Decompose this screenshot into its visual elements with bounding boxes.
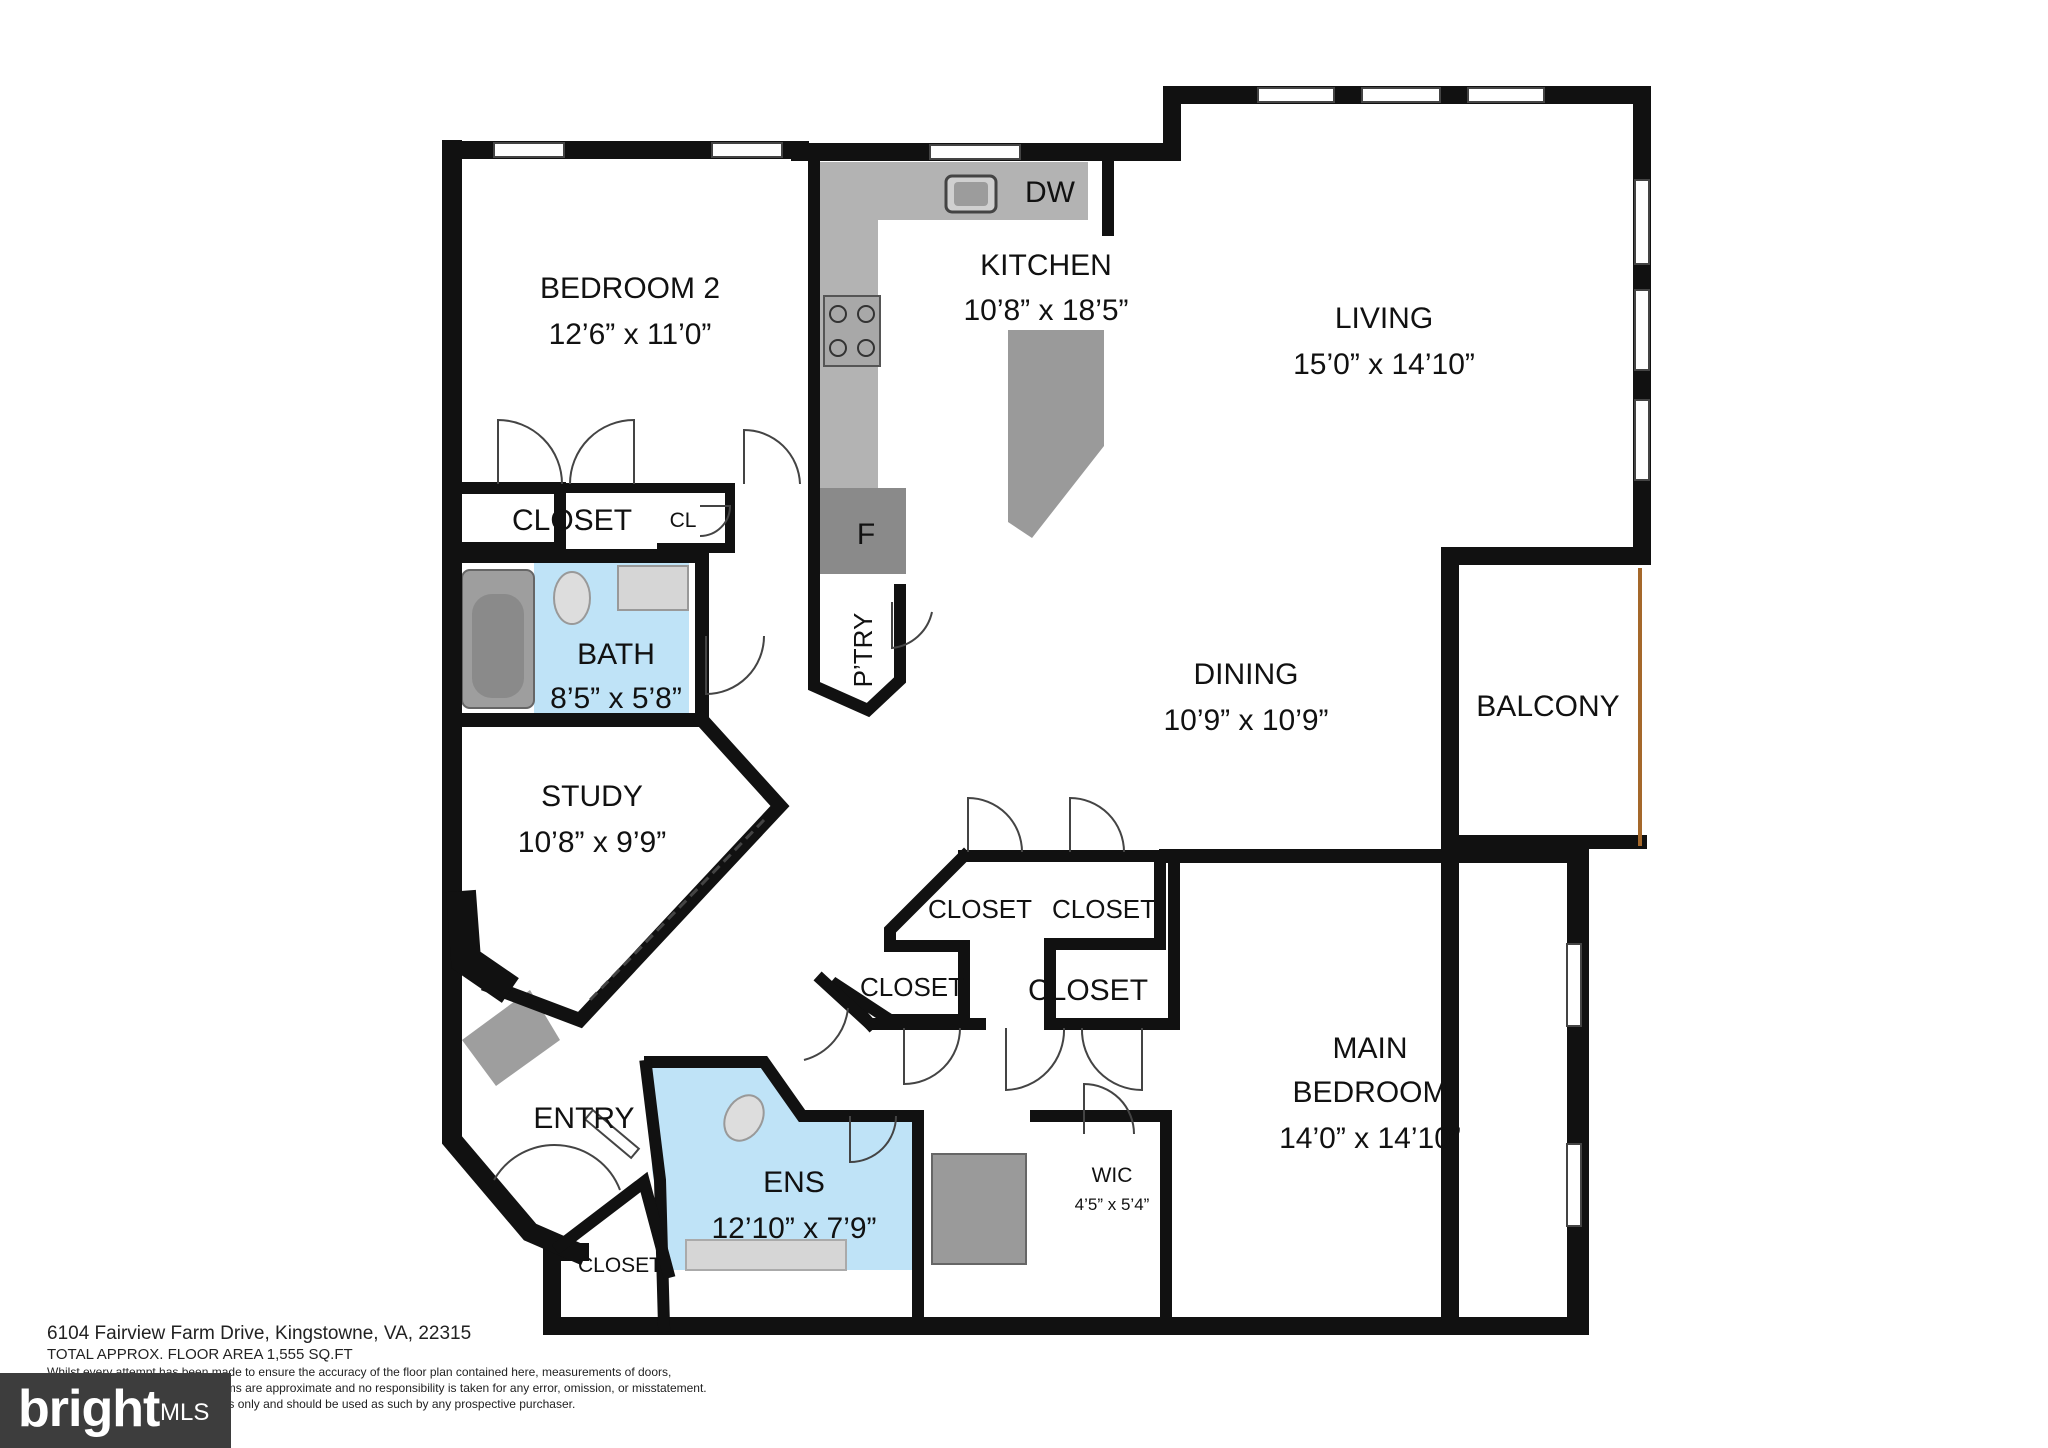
wall-outer-west	[442, 140, 590, 1266]
kitchen-island	[1008, 330, 1104, 538]
door-arc	[1069, 796, 1125, 853]
door-arc	[903, 1027, 961, 1086]
door-arc	[849, 1115, 897, 1164]
closet-bedroom2: CLOSET	[512, 504, 632, 537]
bath-name: BATH	[577, 638, 655, 671]
window	[1634, 399, 1650, 481]
bedroom2-dims: 12’6” x 11’0”	[549, 318, 712, 351]
door-arc	[497, 418, 563, 485]
window	[583, 1108, 641, 1160]
balcony-name: BALCONY	[1476, 690, 1619, 723]
window	[1467, 87, 1545, 103]
study-sliding-door	[588, 818, 766, 1002]
fridge	[818, 488, 906, 574]
wall-balcony	[1443, 551, 1647, 849]
bright-mls-logo: bright MLS	[0, 1373, 231, 1448]
ens-name: ENS	[763, 1166, 825, 1199]
wall-closets-left	[827, 847, 973, 1033]
ens-vanity-icon	[685, 1239, 847, 1271]
burner	[829, 339, 847, 357]
dining-name: DINING	[1194, 658, 1299, 691]
bath-dims: 8’5” x 5’8”	[550, 682, 682, 715]
pantry-label: P’TRY	[848, 613, 878, 688]
closet-hall-3: CLOSET	[860, 972, 964, 1002]
wall-bath	[445, 549, 709, 727]
wall-ens-north	[644, 1056, 924, 1332]
door-arc	[743, 428, 801, 485]
burner	[857, 339, 875, 357]
study-name: STUDY	[541, 780, 643, 813]
stove-icon	[823, 295, 881, 367]
wall-closet-bed2	[455, 483, 735, 553]
window	[1566, 1143, 1582, 1227]
door-arc	[705, 635, 765, 696]
door-arc	[493, 1144, 621, 1191]
wall-wic	[1030, 1110, 1172, 1332]
logo-suffix: MLS	[160, 1399, 210, 1426]
entry-name: ENTRY	[533, 1102, 634, 1135]
living-dims: 15’0” x 14’10”	[1293, 348, 1475, 381]
vanity-icon	[617, 565, 689, 611]
address: 6104 Fairview Farm Drive, Kingstowne, VA…	[47, 1323, 472, 1344]
burner	[829, 305, 847, 323]
window	[1634, 289, 1650, 371]
window	[1361, 87, 1441, 103]
door-arc	[1083, 1082, 1135, 1135]
kitchen-name: KITCHEN	[980, 249, 1112, 282]
door-arc	[891, 602, 933, 650]
closet-cl: CL	[670, 509, 697, 532]
wall-outer-east	[1441, 841, 1589, 1335]
dining-dims: 10’9” x 10’9”	[1163, 704, 1328, 737]
door-arc	[569, 418, 635, 485]
study-closet-fill	[462, 990, 560, 1086]
ens-toilet-icon	[723, 1094, 765, 1142]
bedroom2-name: BEDROOM 2	[540, 272, 720, 305]
window	[493, 142, 565, 158]
wall-study	[480, 710, 790, 1029]
wall-study-west-block	[445, 889, 519, 1003]
kitchen-dims: 10’8” x 18’5”	[963, 294, 1128, 327]
closet-hall-4: CLOSET	[1028, 974, 1148, 1007]
closet-hall-2: CLOSET	[1052, 894, 1156, 924]
main-bedroom-name-1: MAIN	[1333, 1032, 1408, 1065]
wall-entry-closet	[551, 1171, 676, 1280]
dishwasher-label: DW	[1025, 176, 1076, 209]
main-bedroom-name-2: BEDROOM	[1292, 1076, 1447, 1109]
door-arc	[699, 505, 732, 537]
wic-dims: 4’5” x 5’4”	[1075, 1195, 1150, 1214]
burner	[857, 305, 875, 323]
walls	[442, 86, 1651, 1335]
closet-entry: CLOSET	[578, 1254, 662, 1277]
window	[1634, 179, 1650, 265]
logo-brand: bright	[18, 1380, 160, 1438]
window	[1257, 87, 1335, 103]
door-arc	[967, 796, 1023, 853]
main-bedroom-dims: 14’0” x 14’10”	[1279, 1122, 1461, 1155]
study-dims: 10’8” x 9’9”	[518, 826, 666, 859]
wic-name: WIC	[1092, 1164, 1133, 1187]
window	[929, 144, 1021, 160]
wall-ens-west	[639, 1059, 671, 1333]
wall-bedroom2-east	[808, 154, 906, 718]
door-arc	[1005, 1027, 1066, 1092]
door-arc	[803, 1007, 849, 1061]
sink-basin	[954, 182, 988, 206]
fridge-label: F	[857, 518, 875, 551]
living-name: LIVING	[1335, 302, 1433, 335]
window	[711, 142, 783, 158]
door-arc	[1080, 1027, 1143, 1092]
closet-hall-1: CLOSET	[928, 894, 1032, 924]
wall-closet-lower	[813, 971, 986, 1030]
window	[1566, 943, 1582, 1027]
toilet-icon	[553, 571, 591, 625]
shower-icon	[931, 1153, 1027, 1265]
bathtub-basin	[472, 594, 524, 698]
doors	[493, 418, 1143, 1191]
windows	[493, 87, 1650, 1227]
ens-dims: 12’10” x 7’9”	[711, 1212, 876, 1245]
floor-area: TOTAL APPROX. FLOOR AREA 1,555 SQ.FT	[47, 1346, 353, 1363]
